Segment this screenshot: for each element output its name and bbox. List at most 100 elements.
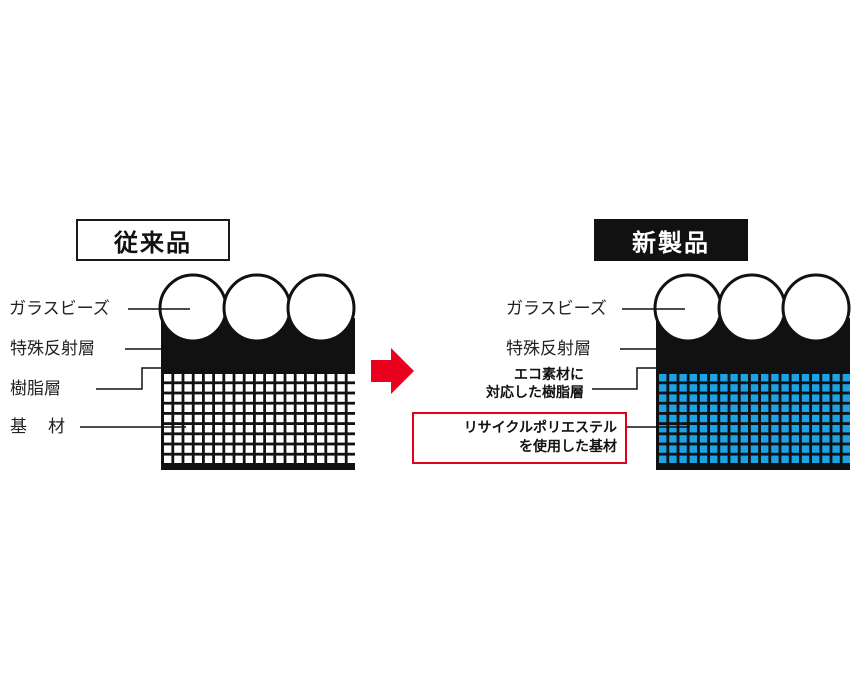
old-label-glass-beads: ガラスビーズ [9,299,110,319]
grid-cell [791,425,799,433]
grid-cell [327,445,335,453]
grid-cell [801,394,810,402]
grid-cell [689,384,697,392]
grid-cell [669,445,677,453]
grid-cell [659,445,667,453]
grid-cell [822,425,830,433]
grid-cell [689,404,697,412]
grid-cell [215,455,223,463]
grid-cell [276,445,284,453]
grid-cell [822,414,830,423]
grid-cell [255,445,264,453]
grid-cell [286,455,294,463]
grid-cell [791,404,799,412]
grid-cell [164,445,172,453]
grid-cell [245,445,253,453]
grid-cell [771,394,779,402]
grid-cell [255,394,264,402]
grid-cell [255,455,264,463]
grid-cell [710,394,718,402]
grid-cell [750,394,759,402]
grid-cell [337,384,345,392]
grid-cell [689,425,697,433]
grid-cell [306,435,315,443]
grid-cell [771,374,779,382]
grid-cell [255,374,264,382]
grid-cell [720,425,728,433]
grid-cell [245,435,253,443]
grid-cell [317,425,325,433]
grid-cell [832,394,840,402]
grid-cell [669,425,677,433]
grid-cell [215,445,223,453]
grid-cell [689,445,697,453]
grid-cell [306,374,315,382]
grid-cell [194,445,202,453]
grid-cell [659,425,667,433]
grid-cell [740,445,748,453]
grid-cell [245,384,253,392]
grid-cell [822,384,830,392]
grid-cell [194,384,202,392]
old-label-substrate: 基 材 [10,417,67,437]
grid-cell [832,455,840,463]
old-bead-1 [158,273,228,343]
grid-cell [730,455,738,463]
grid-cell [296,445,304,453]
grid-cell [842,384,850,392]
old-body [161,318,355,470]
grid-cell [740,394,748,402]
grid-cell [174,425,182,433]
grid-cell [204,425,213,433]
grid-cell [347,394,355,402]
grid-cell [720,445,728,453]
grid-cell [184,425,192,433]
grid-cell [215,374,223,382]
grid-cell [286,404,294,412]
grid-cell [276,384,284,392]
new-product-title: 新製品 [594,219,748,261]
grid-cell [174,455,182,463]
new-label-resin-line1: エコ素材に [514,367,584,383]
grid-cell [771,425,779,433]
new-leader-lines [592,308,690,428]
new-line-resin [592,367,672,390]
grid-cell [679,414,687,423]
grid-cell [235,445,243,453]
grid-cell [740,455,748,463]
grid-cell [812,425,820,433]
grid-cell [659,414,667,423]
grid-cell [832,425,840,433]
grid-cell [812,404,820,412]
grid-cell [750,384,759,392]
grid-cell [245,394,253,402]
grid-cell [164,384,172,392]
grid-cell [174,404,182,412]
grid-cell [235,455,243,463]
grid-cell [266,384,274,392]
grid-cell [286,414,294,423]
grid-cell [832,374,840,382]
old-leader-lines [80,308,190,428]
grid-cell [327,414,335,423]
grid-cell [327,394,335,402]
grid-cell [812,374,820,382]
grid-cell [710,414,718,423]
grid-cell [832,404,840,412]
grid-cell [235,425,243,433]
grid-cell [750,435,759,443]
grid-cell [174,445,182,453]
grid-cell [327,374,335,382]
grid-cell [842,455,850,463]
new-label-substrate-line2: を使用した基材 [519,439,617,455]
grid-cell [306,384,315,392]
grid-cell [771,384,779,392]
grid-cell [164,394,172,402]
grid-cell [771,455,779,463]
grid-cell [245,404,253,412]
grid-cell [689,394,697,402]
grid-cell [194,414,202,423]
grid-cell [204,404,213,412]
grid-cell [225,394,233,402]
grid-cell [255,425,264,433]
